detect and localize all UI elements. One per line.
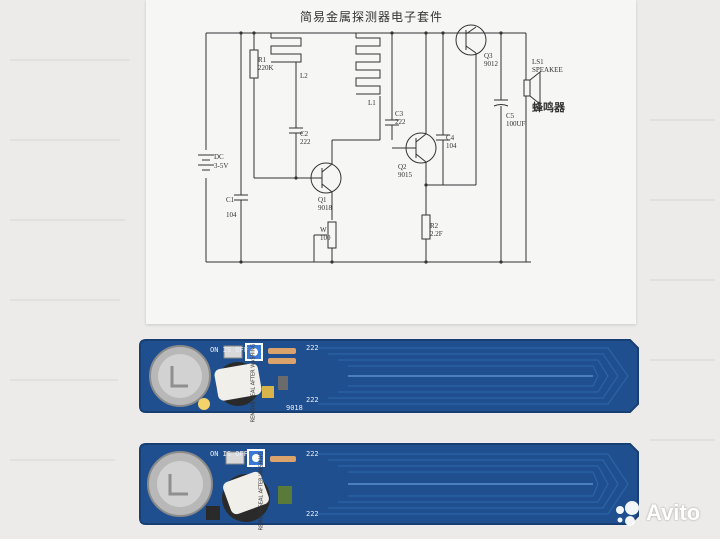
label-q2: Q2 xyxy=(398,163,407,171)
label-q1: Q1 xyxy=(318,196,327,204)
board1-code-2: 222 xyxy=(306,396,319,404)
label-ls1: LS1 xyxy=(532,58,544,66)
board2-code-2: 222 xyxy=(306,510,319,518)
avito-watermark: Avito xyxy=(612,498,700,528)
label-q3-value: 9012 xyxy=(484,60,498,68)
label-q1-value: 9018 xyxy=(318,204,332,212)
label-c1-value: 104 xyxy=(226,211,237,219)
label-c2: C2 xyxy=(300,130,309,138)
label-r1-value: 220K xyxy=(258,64,274,72)
schematic-title: 简易金属探测器电子套件 xyxy=(300,10,444,24)
pcb-board-2: ON IS OFF 222 222 REMOVE SEAL AFTER WASH… xyxy=(138,440,642,531)
label-r1: R1 xyxy=(258,56,267,64)
label-q2-value: 9015 xyxy=(398,171,412,179)
label-r2: R2 xyxy=(430,222,439,230)
schematic-paper xyxy=(146,0,636,324)
avito-watermark-text: Avito xyxy=(646,500,701,525)
board2-code-1: 222 xyxy=(306,450,319,458)
label-c4: C4 xyxy=(446,134,455,142)
label-w-value: 100 xyxy=(320,234,331,242)
avito-logo-icon xyxy=(616,501,639,526)
label-speaker: SPEAKEE xyxy=(532,66,563,74)
board2-switch-label: ON IS OFF xyxy=(210,450,248,458)
label-c4-value: 104 xyxy=(446,142,457,150)
board1-code-1: 222 xyxy=(306,344,319,352)
circuit-schematic xyxy=(198,24,541,264)
board1-bottom-code: 9018 xyxy=(286,404,303,412)
label-c3-value: 222 xyxy=(395,118,406,126)
label-c5-value: 100UF xyxy=(506,120,526,128)
label-buzzer: 蜂鸣器 xyxy=(532,102,565,114)
board1-sticker: REMOVE SEAL AFTER WASHING xyxy=(250,343,257,423)
label-l2: L2 xyxy=(300,72,308,80)
label-c5: C5 xyxy=(506,112,515,120)
label-w: W xyxy=(320,226,327,234)
label-c2-value: 222 xyxy=(300,138,311,146)
label-c1: C1 xyxy=(226,196,235,204)
pcb-board-1: ON IS OFF 222 222 9018 REMOVE SEAL AFTER… xyxy=(138,336,642,422)
board2-sticker: REMOVE SEAL AFTER WASHING xyxy=(258,451,265,531)
label-q3: Q3 xyxy=(484,52,493,60)
label-c3: C3 xyxy=(395,110,404,118)
label-dc-voltage: 3-5V xyxy=(214,162,229,170)
label-dc: DC xyxy=(214,153,224,161)
label-l1: L1 xyxy=(368,99,376,107)
board1-switch-label: ON IS OFF xyxy=(210,346,248,354)
label-r2-value: 2.2F xyxy=(430,230,443,238)
